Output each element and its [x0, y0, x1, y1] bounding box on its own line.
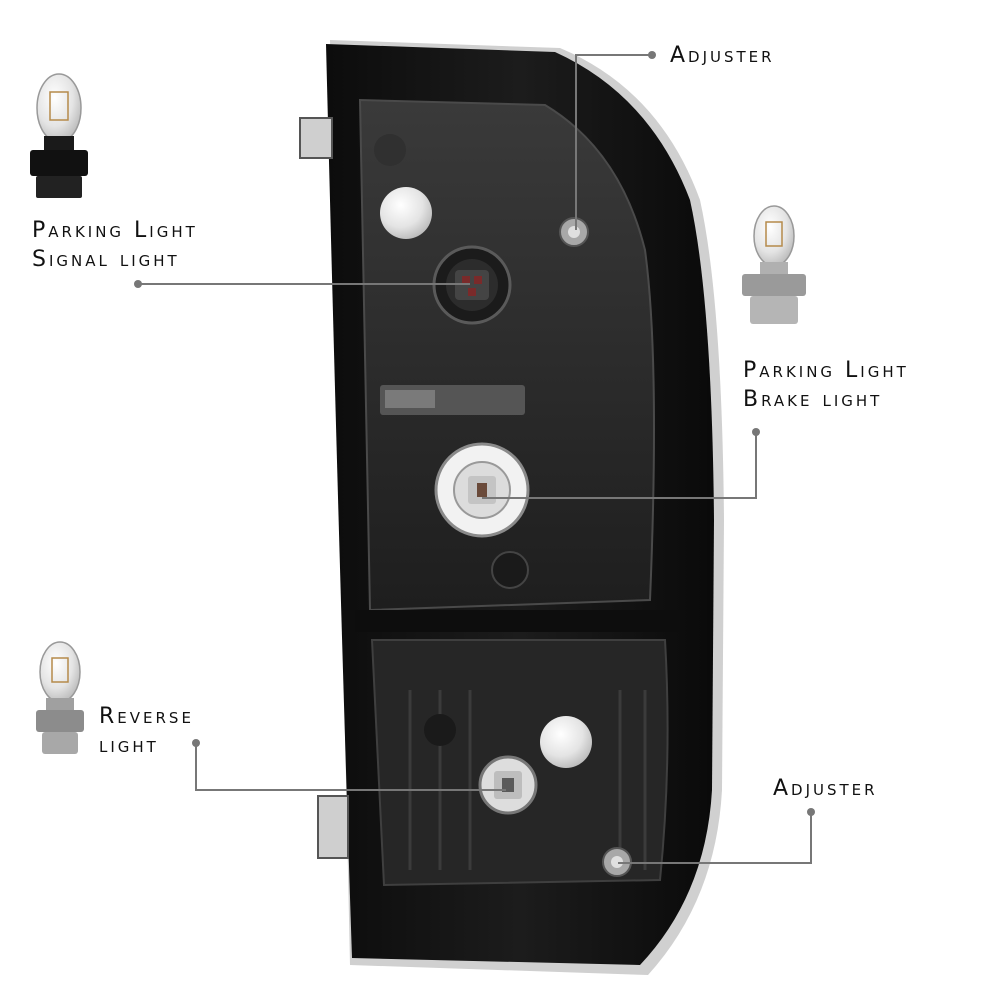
screw-icon [602, 847, 632, 877]
label-parking-signal: Parking Light Signal light [32, 218, 198, 272]
brake-light-socket [434, 442, 530, 538]
bulb-icon-black-base [30, 73, 88, 198]
leader-reverse [195, 743, 506, 791]
connector-plug-icon [462, 276, 482, 296]
label-reverse: Reverse light [99, 704, 194, 758]
label-adjuster-top: Adjuster [670, 43, 775, 68]
label-parking-brake: Parking Light Brake light [743, 358, 909, 412]
bulb-icon-gray-base [742, 205, 806, 324]
bulb-icon-wedge [36, 641, 84, 754]
leader-lines [138, 54, 812, 864]
leader-parking-brake [482, 432, 757, 499]
leader-adjuster-top [575, 54, 650, 230]
label-adjuster-bottom: Adjuster [773, 776, 878, 801]
leader-dots [134, 51, 815, 816]
leader-adjuster-bottom [618, 812, 812, 864]
reverse-light-socket [478, 755, 538, 815]
screw-icon [559, 217, 589, 247]
